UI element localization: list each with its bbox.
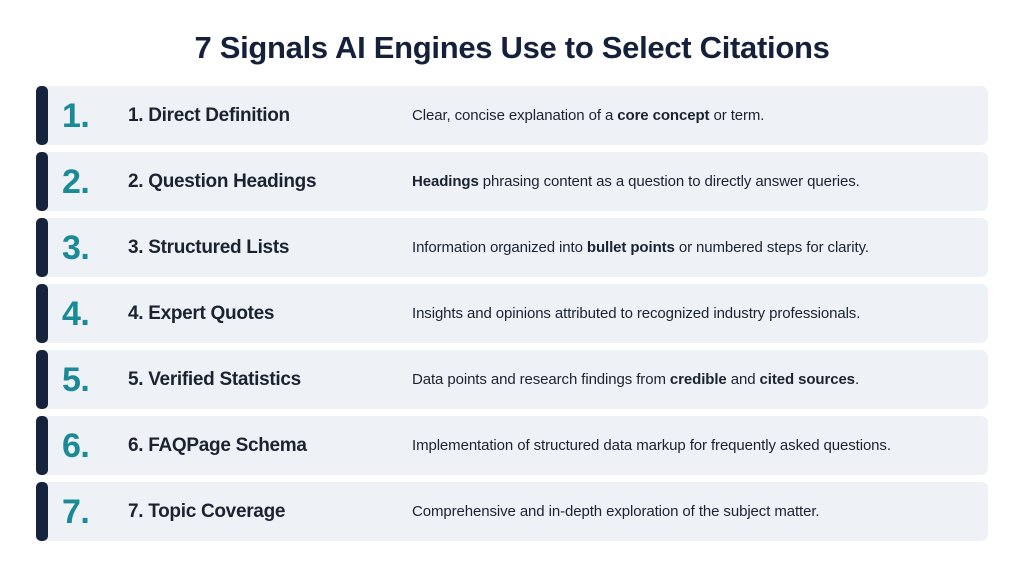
signal-row: 2. 2. Question Headings Headings phrasing … <box>36 152 988 211</box>
row-content: 7. 7. Topic Coverage Comprehensive and in-… <box>36 482 988 541</box>
row-accent-bar <box>36 284 48 343</box>
row-card-background <box>42 284 988 343</box>
description-text: and <box>726 371 760 388</box>
description-text: Information organized into <box>412 239 587 256</box>
description-text: Clear, concise explanation of a <box>412 107 618 124</box>
description-text: or numbered steps for clarity. <box>674 239 869 256</box>
row-heading: 7. Topic Coverage <box>128 500 286 522</box>
row-number: 5. <box>62 360 90 399</box>
description-text: or term. <box>709 107 765 124</box>
row-heading: 1. Direct Definition <box>128 104 290 126</box>
row-heading: 3. Structured Lists <box>128 236 290 258</box>
row-content: 4. 4. Expert Quotes Insights and opinions … <box>36 284 988 343</box>
row-heading: 4. Expert Quotes <box>128 302 275 324</box>
row-description: Clear, concise explanation of a core con… <box>412 107 988 124</box>
row-number: 1. <box>62 96 90 135</box>
row-accent-bar <box>36 86 48 145</box>
description-text: Implementation of structured data markup… <box>412 437 891 454</box>
row-card-background <box>42 218 988 277</box>
row-card-background <box>42 416 988 475</box>
row-number: 2. <box>62 162 90 201</box>
description-text: Insights and opinions attributed to reco… <box>412 305 861 322</box>
row-content: 6. 6. FAQPage Schema Implementation of str… <box>36 416 988 475</box>
signal-row: 1. 1. Direct Definition Clear, concise exp… <box>36 86 988 145</box>
page-title: 7 Signals AI Engines Use to Select Citat… <box>194 30 830 65</box>
row-card-background <box>42 152 988 211</box>
description-emphasis: Headings <box>412 173 479 190</box>
row-card-background <box>42 482 988 541</box>
row-heading: 5. Verified Statistics <box>128 368 301 390</box>
row-description: Data points and research findings from c… <box>412 371 988 388</box>
description-text: phrasing content as a question to direct… <box>478 173 860 190</box>
signal-row: 4. 4. Expert Quotes Insights and opinions … <box>36 284 988 343</box>
signal-row: 5. 5. Verified Statistics Data points and … <box>36 350 988 409</box>
row-description: Comprehensive and in-depth exploration o… <box>412 503 988 520</box>
row-accent-bar <box>36 218 48 277</box>
signal-list: 1. 1. Direct Definition Clear, concise exp… <box>0 86 1024 541</box>
description-emphasis: core concept <box>617 107 710 124</box>
row-content: 3. 3. Structured Lists Information organiz… <box>36 218 988 277</box>
description-text: Comprehensive and in-depth exploration o… <box>412 503 820 520</box>
description-text: Data points and research findings from <box>412 371 670 388</box>
signal-row: 6. 6. FAQPage Schema Implementation of str… <box>36 416 988 475</box>
signal-row: 3. 3. Structured Lists Information organiz… <box>36 218 988 277</box>
row-content: 5. 5. Verified Statistics Data points and … <box>36 350 988 409</box>
description-emphasis: cited sources <box>759 371 856 388</box>
row-content: 2. 2. Question Headings Headings phrasing … <box>36 152 988 211</box>
row-card-background <box>42 86 988 145</box>
row-description: Information organized into bullet points… <box>412 239 988 256</box>
row-heading: 6. FAQPage Schema <box>128 434 307 456</box>
signal-row: 7. 7. Topic Coverage Comprehensive and in-… <box>36 482 988 541</box>
row-content: 1. 1. Direct Definition Clear, concise exp… <box>36 86 988 145</box>
row-number: 3. <box>62 228 90 267</box>
row-heading: 2. Question Headings <box>128 170 317 192</box>
row-description: Insights and opinions attributed to reco… <box>412 305 988 322</box>
description-emphasis: bullet points <box>586 239 675 256</box>
row-description: Headings phrasing content as a question … <box>412 173 988 190</box>
description-emphasis: credible <box>669 371 727 388</box>
description-text: . <box>854 371 860 388</box>
row-description: Implementation of structured data markup… <box>412 437 988 454</box>
row-accent-bar <box>36 152 48 211</box>
row-accent-bar <box>36 350 48 409</box>
row-card-background <box>42 350 988 409</box>
row-number: 4. <box>62 294 90 333</box>
row-number: 6. <box>62 426 90 465</box>
row-accent-bar <box>36 482 48 541</box>
row-accent-bar <box>36 416 48 475</box>
row-number: 7. <box>62 492 90 531</box>
